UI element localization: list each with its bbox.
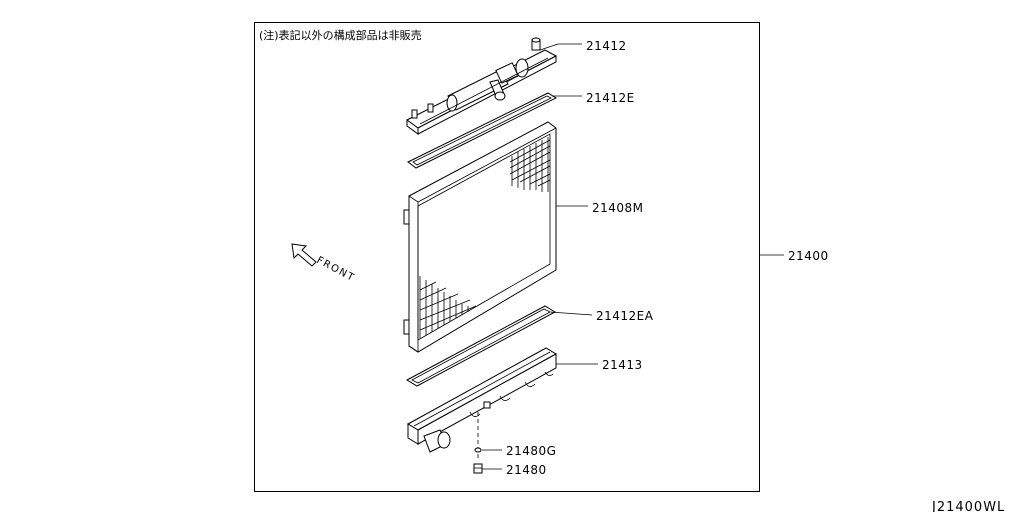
note-text: (注)表記以外の構成部品は非販売 [259, 28, 422, 42]
label-21400-assembly: 21400 [788, 249, 829, 263]
front-direction-arrow [291, 243, 317, 267]
front-label: FRONT [315, 255, 357, 284]
upper-packing-part[interactable] [407, 92, 558, 169]
core-part[interactable] [403, 121, 557, 353]
label-21413: 21413 [602, 358, 643, 372]
drawing-code: J21400WL [931, 500, 1005, 512]
upper-tank-part[interactable] [406, 37, 558, 135]
label-21412E: 21412E [586, 91, 635, 105]
drain-cock-part[interactable] [473, 463, 483, 474]
lower-tank-part[interactable] [406, 347, 558, 453]
label-21412EA: 21412EA [596, 309, 654, 323]
label-21408M: 21408M [592, 201, 644, 215]
label-21412: 21412 [586, 39, 627, 53]
drain-washer-part[interactable] [474, 447, 482, 453]
diagram-frame [254, 22, 760, 492]
label-21480G: 21480G [506, 444, 556, 458]
label-21480: 21480 [506, 463, 547, 477]
